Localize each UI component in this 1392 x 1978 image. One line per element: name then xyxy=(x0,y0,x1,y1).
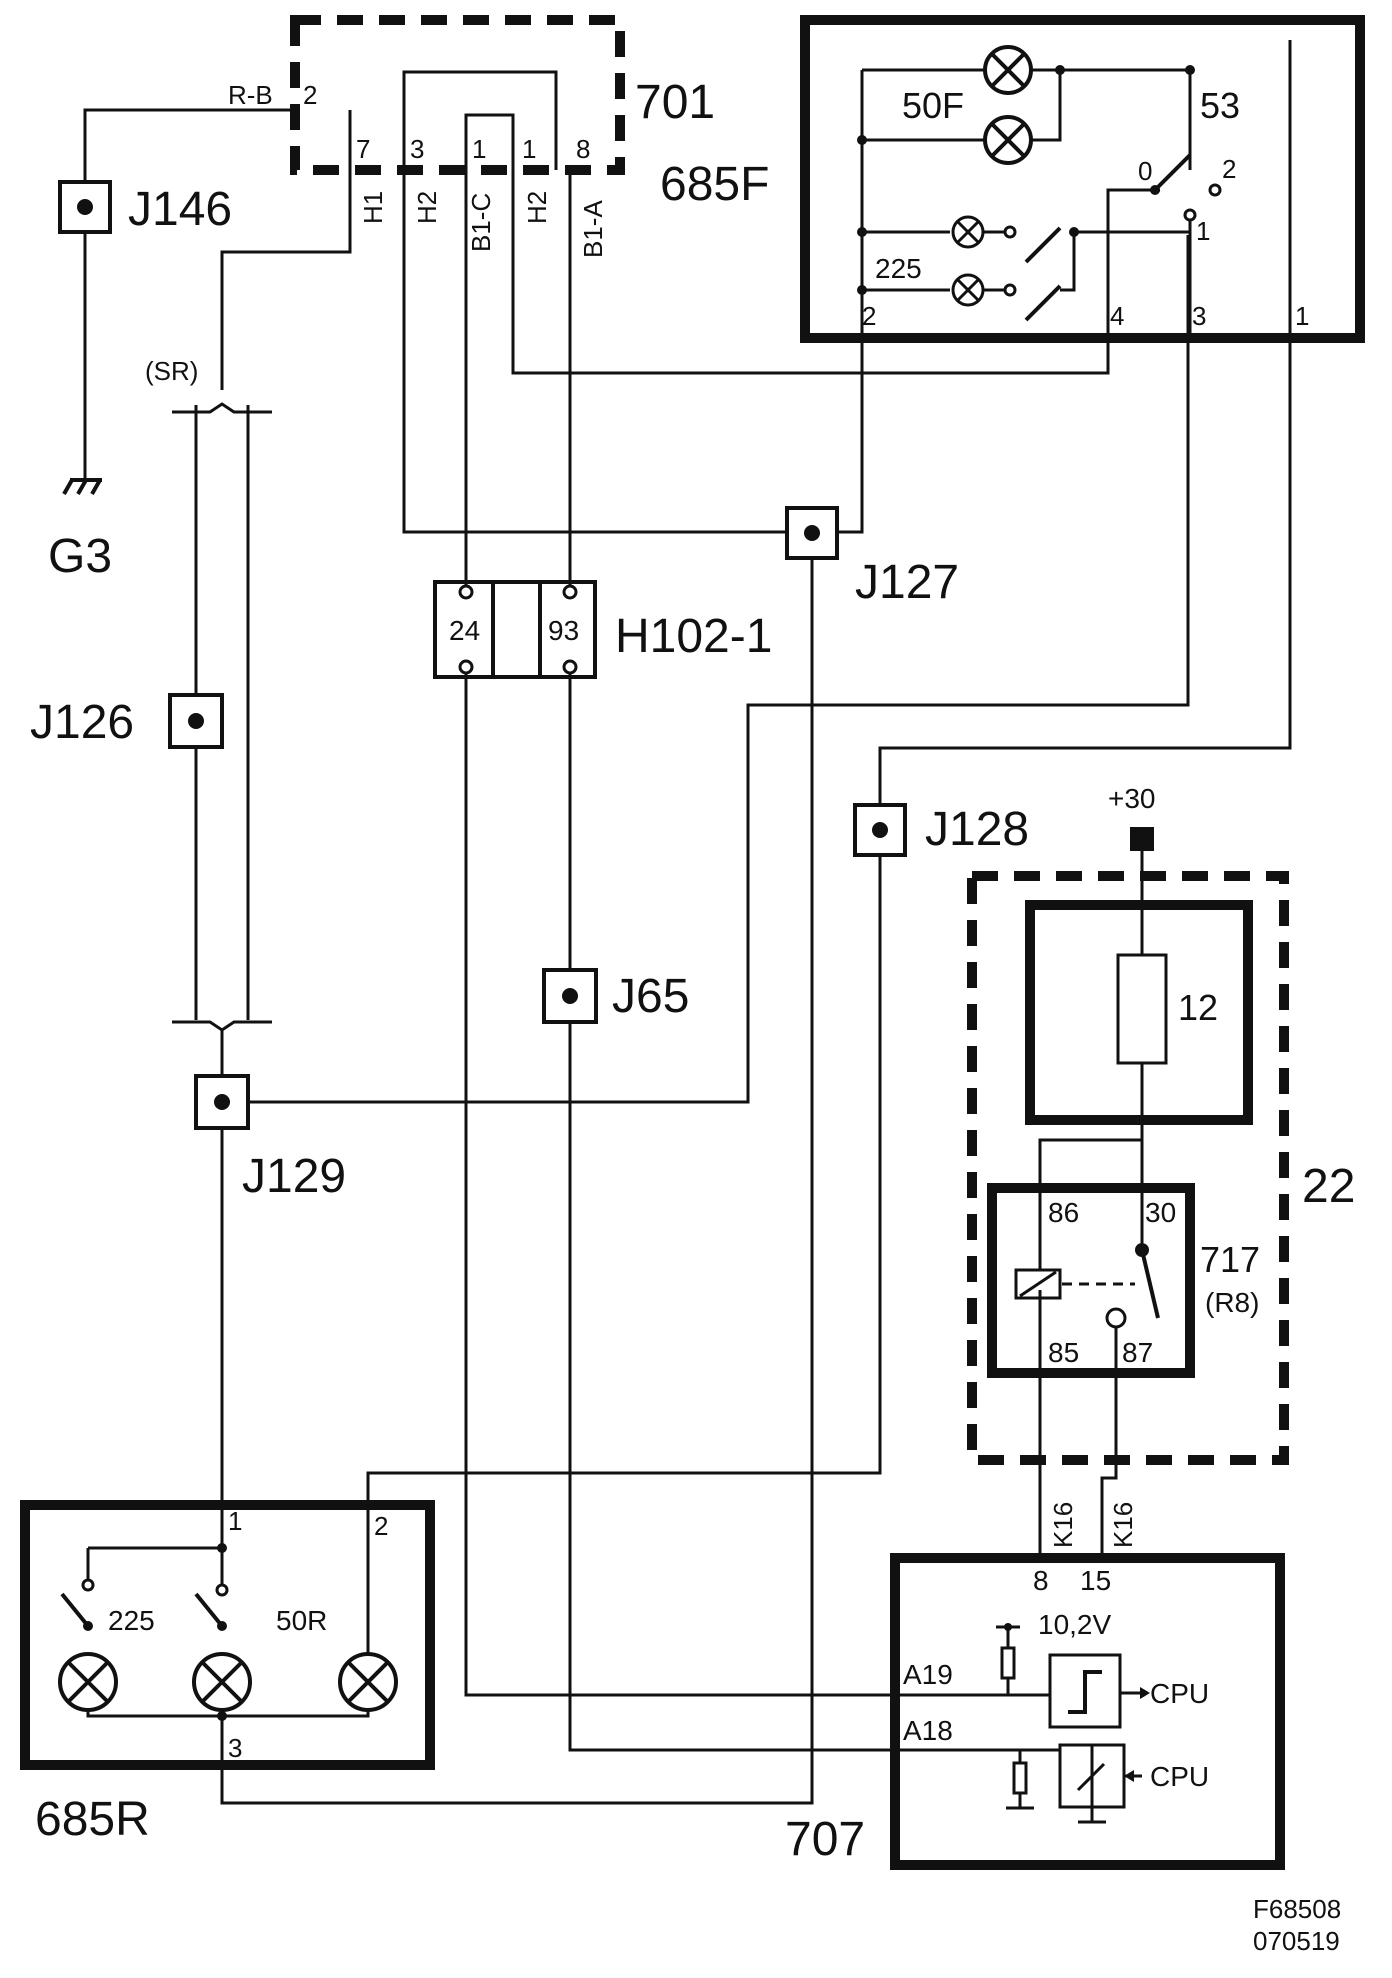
component-685r-label: 685R xyxy=(35,1793,150,1846)
pin-label: 2 xyxy=(374,1511,388,1541)
component-701-label: 701 xyxy=(635,76,715,129)
drawing-date: 070519 xyxy=(1253,1926,1340,1956)
pin-label: 3 xyxy=(410,134,424,164)
wire-labels-701: H1 H2 B1-C H2 B1-A xyxy=(358,191,608,258)
component-22: 22 +30 12 86 30 85 87 717 (R8) xyxy=(967,783,1355,1465)
switch-pos-0: 0 xyxy=(1138,156,1152,186)
lamp-225-label: 225 xyxy=(875,253,922,284)
comparator-icon xyxy=(1048,1653,1122,1729)
pin-label: 1 xyxy=(522,134,536,164)
connector-j126: J126 xyxy=(30,693,224,749)
wires xyxy=(83,40,1292,1805)
main-switch-lever xyxy=(1153,153,1192,192)
pin-label: A18 xyxy=(903,1715,953,1746)
connector-j146: J146 xyxy=(58,180,232,236)
pin-label: 2 xyxy=(862,301,876,331)
switch-contact xyxy=(1024,284,1062,322)
lamp-icon xyxy=(951,215,985,249)
relay-717-sub-label: (R8) xyxy=(1205,1287,1259,1318)
connector-j146-label: J146 xyxy=(128,183,232,236)
connector-j129-label: J129 xyxy=(242,1150,346,1203)
wire-label-b1a: B1-A xyxy=(578,200,608,258)
relay-pin-label: 86 xyxy=(1048,1197,1079,1228)
wire-color-label: R-B xyxy=(228,80,273,110)
connector-j126-label: J126 xyxy=(30,696,134,749)
relay-pin-label: 85 xyxy=(1048,1337,1079,1368)
pin-label: 7 xyxy=(356,134,370,164)
lamp-icon xyxy=(951,273,985,307)
cable-sr-label: (SR) xyxy=(145,356,198,386)
switch-pos-2: 2 xyxy=(1222,154,1236,184)
pin-label: 1 xyxy=(472,134,486,164)
relay-coil-icon xyxy=(1014,1268,1062,1300)
lamp-50f-label: 50F xyxy=(902,85,964,126)
lamp-icon xyxy=(58,1652,118,1712)
pin-label: 24 xyxy=(449,615,480,646)
switch-53-label: 53 xyxy=(1200,85,1240,126)
fuse-label: 12 xyxy=(1178,987,1218,1028)
pin-label: 93 xyxy=(548,615,579,646)
wire-label-k16: K16 xyxy=(1108,1502,1138,1548)
drawing-code: F68508 xyxy=(1253,1894,1341,1924)
component-685f: 685F xyxy=(660,15,1365,343)
component-701: 701 R-B 2 7 3 1 1 8 xyxy=(228,15,715,175)
cpu-label: CPU xyxy=(1150,1678,1209,1709)
wire-label-h1: H1 xyxy=(358,191,388,224)
connector-j128-label: J128 xyxy=(925,803,1029,856)
connector-h102-1: 24 93 H102-1 xyxy=(433,580,772,679)
pin-label: A19 xyxy=(903,1659,953,1690)
switch-contact xyxy=(194,1592,224,1628)
ground-g3: G3 xyxy=(48,478,112,583)
pin-label: 2 xyxy=(303,80,317,110)
lamp-icon xyxy=(983,115,1033,165)
connector-j129: J129 xyxy=(194,1074,346,1203)
pin-label: 1 xyxy=(228,1506,242,1536)
switch-pos-1: 1 xyxy=(1196,216,1210,246)
pin-label: 8 xyxy=(1033,1565,1049,1596)
cpu-label: CPU xyxy=(1150,1761,1209,1792)
terminal-icon xyxy=(1130,827,1154,851)
lamp-icon xyxy=(983,45,1033,95)
connector-j65: J65 xyxy=(542,968,689,1024)
voltage-label: 10,2V xyxy=(1038,1609,1111,1640)
pin-label: 3 xyxy=(1192,301,1206,331)
pin-label: 8 xyxy=(576,134,590,164)
lamp-icon xyxy=(338,1652,398,1712)
wire-label-h2: H2 xyxy=(412,191,442,224)
pin-label: 1 xyxy=(1295,301,1309,331)
relay-pin-label: 30 xyxy=(1145,1197,1176,1228)
wire-label-b1c: B1-C xyxy=(466,193,496,252)
wire-label-k16: K16 xyxy=(1048,1502,1078,1548)
resistor-icon xyxy=(1000,1646,1016,1680)
lamp-50r-label: 50R xyxy=(276,1605,327,1636)
lamp-icon xyxy=(192,1652,252,1712)
component-707-label: 707 xyxy=(785,1813,865,1866)
wire-label-h2: H2 xyxy=(522,191,552,224)
component-685r: 685R 1 2 3 225 50R xyxy=(20,1500,435,1846)
component-685f-label: 685F xyxy=(660,158,769,211)
relay-717-label: 717 xyxy=(1200,1239,1260,1280)
fuse-icon xyxy=(1116,953,1168,1065)
connector-h102-label: H102-1 xyxy=(615,610,772,663)
connector-j127-label: J127 xyxy=(855,556,959,609)
component-22-label: 22 xyxy=(1302,1160,1355,1213)
resistor-icon xyxy=(1012,1761,1028,1795)
connector-j128: J128 xyxy=(853,803,1029,857)
switch-contact xyxy=(60,1592,90,1628)
pin-label: 3 xyxy=(228,1733,242,1763)
lamp-225-label: 225 xyxy=(108,1605,155,1636)
supply-label: +30 xyxy=(1108,783,1156,814)
relay-contact xyxy=(1140,1249,1160,1319)
ground-label: G3 xyxy=(48,530,112,583)
connector-j65-label: J65 xyxy=(612,970,689,1023)
pin-label: 4 xyxy=(1110,301,1124,331)
relay-pin-label: 87 xyxy=(1122,1337,1153,1368)
connector-j127: J127 xyxy=(785,506,959,609)
pin-label: 15 xyxy=(1080,1565,1111,1596)
switch-contact xyxy=(1024,226,1062,264)
component-707: 707 8 15 A19 A18 10,2V CPU CPU xyxy=(785,1553,1285,1870)
